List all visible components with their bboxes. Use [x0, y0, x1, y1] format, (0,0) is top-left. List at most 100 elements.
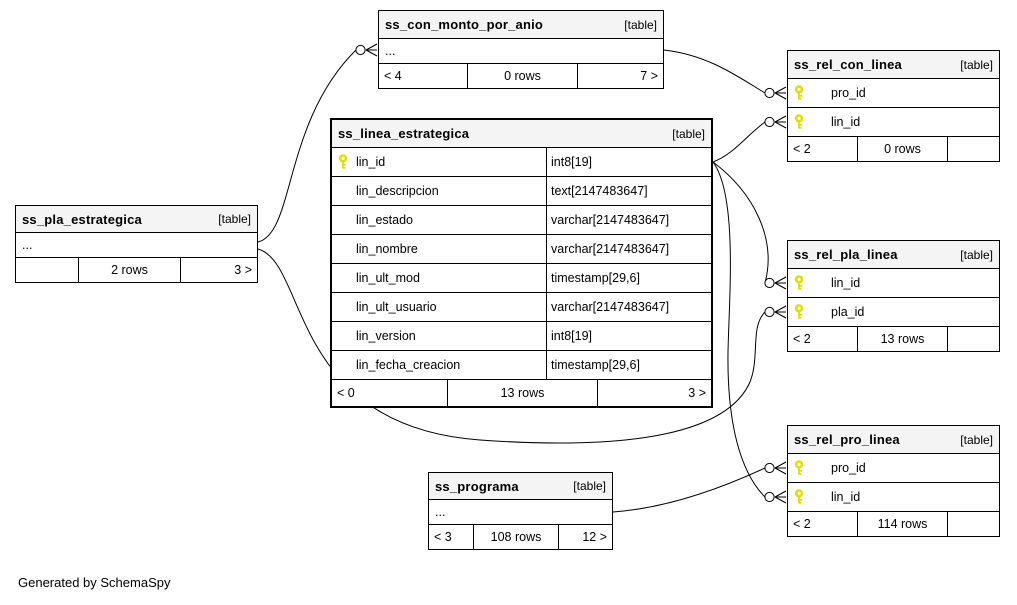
column-name: lin_id: [831, 115, 861, 129]
children-count: [948, 327, 999, 351]
parents-count: < 2: [788, 327, 858, 351]
table-header: ss_pla_estrategica [table]: [16, 206, 257, 233]
table-footer: < 4 0 rows 7 >: [379, 64, 663, 88]
table-ss_con_monto_por_anio[interactable]: ss_con_monto_por_anio [table] ... < 4 0 …: [378, 10, 664, 89]
column-name: lin_fecha_creacion: [356, 358, 461, 372]
column-row: pla_id: [788, 298, 999, 327]
primary-key-icon: [338, 154, 348, 169]
column-row: lin_estado varchar[2147483647]: [332, 206, 711, 235]
primary-key-icon: [794, 114, 804, 129]
rows-count: 13 rows: [858, 327, 948, 351]
column-name: pro_id: [831, 461, 866, 475]
column-type: timestamp[29,6]: [546, 351, 711, 379]
column-row: pro_id: [788, 79, 999, 108]
column-type: text[2147483647]: [546, 177, 711, 205]
table-footer: < 2 13 rows: [788, 327, 999, 351]
rows-count: 0 rows: [468, 64, 578, 88]
column-name: pro_id: [831, 86, 866, 100]
rows-count: 108 rows: [474, 525, 559, 549]
table-ss_linea_estrategica[interactable]: ss_linea_estrategica [table] lin_id int8…: [330, 118, 713, 408]
zero-one-circle-icon: [764, 116, 775, 128]
table-type-badge: [table]: [218, 212, 251, 226]
zero-one-circle-icon: [355, 44, 366, 56]
collapsed-columns-row: ...: [16, 233, 257, 258]
rows-count: 0 rows: [858, 137, 948, 161]
primary-key-icon: [794, 460, 804, 475]
ellipsis-label: ...: [435, 505, 446, 519]
table-header: ss_rel_pla_linea [table]: [788, 241, 999, 269]
table-footer: 2 rows 3 >: [16, 258, 257, 282]
parents-count: < 4: [379, 64, 468, 88]
column-row: lin_nombre varchar[2147483647]: [332, 235, 711, 264]
parents-count: < 2: [788, 137, 858, 161]
children-count: [948, 137, 999, 161]
table-header: ss_linea_estrategica [table]: [332, 120, 711, 148]
rows-count: 2 rows: [79, 258, 181, 282]
table-ss_programa[interactable]: ss_programa [table] ... < 3 108 rows 12 …: [428, 472, 613, 550]
table-ss_rel_con_linea[interactable]: ss_rel_con_linea [table] pro_id lin_id <…: [787, 50, 1000, 162]
table-name[interactable]: ss_rel_pla_linea: [794, 247, 898, 262]
column-type: int8[19]: [546, 322, 711, 350]
collapsed-columns-row: ...: [379, 39, 663, 64]
column-type: varchar[2147483647]: [546, 235, 711, 263]
crow-foot-icon: [774, 305, 787, 319]
column-type: varchar[2147483647]: [546, 293, 711, 321]
table-name[interactable]: ss_programa: [435, 478, 519, 494]
parents-count: < 2: [788, 512, 858, 536]
table-ss_rel_pla_linea[interactable]: ss_rel_pla_linea [table] lin_id pla_id <…: [787, 240, 1000, 352]
table-type-badge: [table]: [573, 479, 606, 493]
relationship-programa-to-relpro: [612, 461, 787, 513]
crow-foot-icon: [774, 276, 787, 290]
rows-count: 13 rows: [448, 380, 598, 406]
table-footer: < 3 108 rows 12 >: [429, 525, 612, 549]
column-row: lin_version int8[19]: [332, 322, 711, 351]
children-count: 3 >: [688, 386, 706, 400]
parents-count: < 3: [429, 525, 474, 549]
table-ss_rel_pro_linea[interactable]: ss_rel_pro_linea [table] pro_id lin_id <…: [787, 425, 1000, 537]
table-name[interactable]: ss_linea_estrategica: [338, 126, 470, 141]
column-type: varchar[2147483647]: [546, 206, 711, 234]
primary-key-icon: [794, 489, 804, 504]
column-name: lin_descripcion: [356, 184, 439, 198]
column-name: lin_version: [356, 329, 416, 343]
table-footer: < 2 114 rows: [788, 512, 999, 536]
column-row: pro_id: [788, 454, 999, 483]
column-name: lin_id: [831, 276, 861, 290]
collapsed-columns-row: ...: [429, 500, 612, 525]
column-name: lin_ult_usuario: [356, 300, 437, 314]
rows-count: 114 rows: [858, 512, 948, 536]
column-row: lin_ult_mod timestamp[29,6]: [332, 264, 711, 293]
zero-one-circle-icon: [764, 277, 775, 289]
column-name: lin_id: [356, 155, 386, 169]
relationship-linea-to-relpla: [712, 161, 787, 290]
table-name[interactable]: ss_rel_con_linea: [794, 57, 902, 72]
column-type: timestamp[29,6]: [546, 264, 711, 292]
parents-count: [16, 258, 79, 282]
column-row: lin_fecha_creacion timestamp[29,6]: [332, 351, 711, 380]
table-header: ss_con_monto_por_anio [table]: [379, 11, 663, 39]
table-header: ss_programa [table]: [429, 473, 612, 500]
relationship-linea-to-relpro: [712, 161, 787, 504]
table-type-badge: [table]: [960, 247, 993, 262]
table-type-badge: [table]: [672, 126, 705, 141]
table-name[interactable]: ss_pla_estrategica: [22, 211, 142, 227]
relationship-conmonto-to-relcon: [663, 49, 787, 100]
crow-foot-icon: [774, 86, 787, 100]
table-ss_pla_estrategica[interactable]: ss_pla_estrategica [table] ... 2 rows 3 …: [15, 205, 258, 283]
table-type-badge: [table]: [960, 57, 993, 72]
table-name[interactable]: ss_con_monto_por_anio: [385, 17, 544, 32]
primary-key-icon: [794, 304, 804, 319]
table-header: ss_rel_pro_linea [table]: [788, 426, 999, 454]
children-count: 3 >: [234, 263, 252, 277]
crow-foot-icon: [365, 43, 378, 57]
table-type-badge: [table]: [624, 17, 657, 32]
parents-count: < 0: [332, 380, 448, 406]
column-name: lin_nombre: [356, 242, 418, 256]
column-row: lin_id: [788, 483, 999, 512]
table-footer: < 0 13 rows 3 >: [332, 380, 711, 406]
generator-credit: Generated by SchemaSpy: [18, 575, 171, 590]
column-name: lin_estado: [356, 213, 413, 227]
table-name[interactable]: ss_rel_pro_linea: [794, 432, 900, 447]
